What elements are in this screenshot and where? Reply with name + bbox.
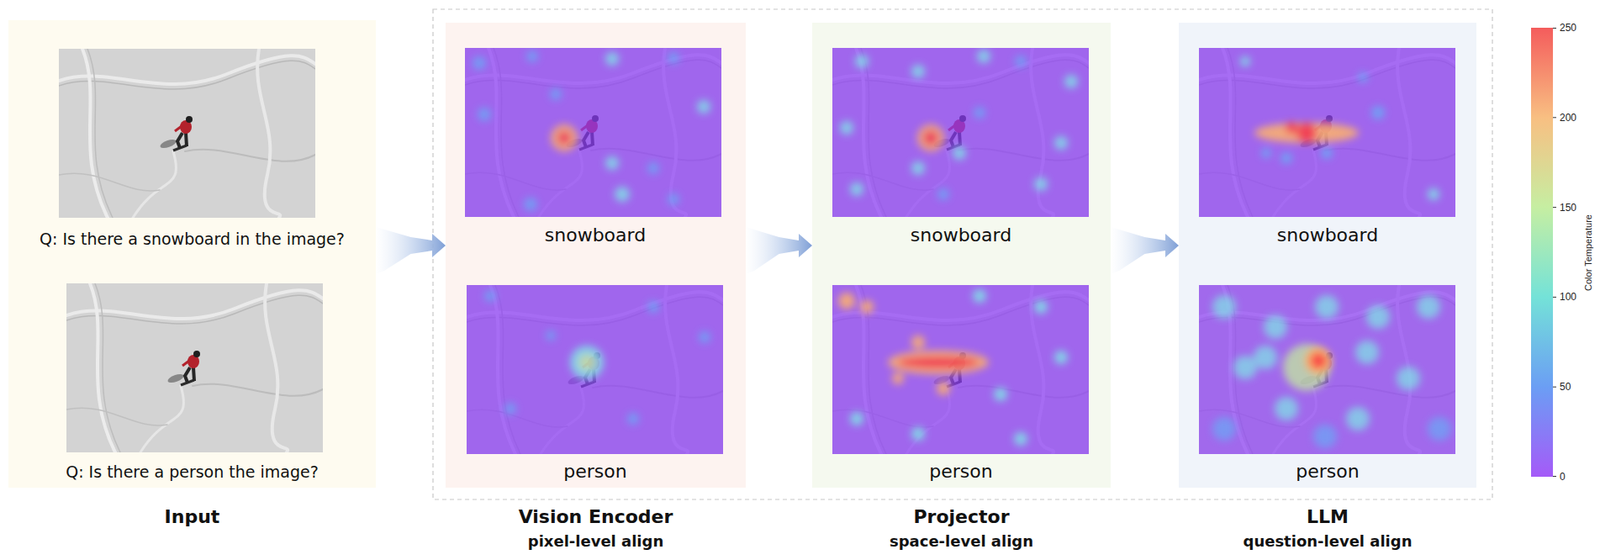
caption-text: Q: Is there a snowboard in the image?: [39, 228, 345, 249]
heatmap-image: [1198, 285, 1456, 455]
tick-label: 100: [1559, 290, 1577, 303]
heading-slot: Projectorspace-level align: [812, 506, 1111, 552]
heatmap-image: [1198, 47, 1456, 217]
heatmap-box: snowboard: [1193, 43, 1463, 251]
flow-arrow: [745, 227, 813, 275]
panel-title: Vision Encoder: [518, 506, 674, 529]
heading-slot: LLMquestion-level align: [1178, 506, 1477, 552]
panel-subtitle: pixel-level align: [528, 531, 664, 552]
panel-subtitle: question-level align: [1243, 531, 1413, 552]
panel-subtitle: space-level align: [889, 531, 1034, 552]
caption-text: Q: Is there a person the image?: [65, 461, 319, 482]
stage-panel: snowboardpersonVision Encoderpixel-level…: [445, 22, 746, 488]
label-slot: 100: [1559, 290, 1577, 303]
caption-text: snowboard: [544, 224, 646, 247]
caption-text: person: [1295, 460, 1359, 483]
label-slot: Color Temperature: [1583, 214, 1595, 291]
heatmap-box: snowboard: [460, 43, 730, 251]
panel-title: LLM: [1306, 506, 1349, 529]
caption-text: person: [929, 460, 993, 483]
label-slot: 150: [1559, 201, 1577, 214]
heatmap-box: person: [826, 280, 1096, 488]
heading-slot: Input: [8, 506, 376, 529]
heatmap-image: [466, 285, 724, 455]
question-image: Q: Is there a person the image?: [8, 281, 376, 487]
flow-arrow: [375, 227, 446, 275]
heatmap-box: person: [1193, 280, 1463, 488]
heatmap-image: [832, 285, 1089, 455]
tick-label: 200: [1559, 111, 1577, 124]
question-image: Q: Is there a snowboard in the image?: [8, 47, 376, 253]
heatmap-image: [832, 47, 1089, 217]
stage-panel: snowboardpersonLLMquestion-level align: [1178, 22, 1477, 488]
panel-title: Projector: [913, 506, 1009, 529]
caption-text: snowboard: [1277, 224, 1379, 247]
heatmap-box: snowboard: [826, 43, 1096, 251]
stage-panel: snowboardpersonProjectorspace-level alig…: [812, 22, 1111, 488]
tick-label: 0: [1559, 470, 1566, 483]
panel-title: Input: [164, 506, 221, 529]
label-slot: 200: [1559, 111, 1577, 124]
colorbar: [1531, 27, 1557, 477]
heading-slot: Vision Encoderpixel-level align: [445, 506, 746, 552]
label-slot: 250: [1559, 21, 1577, 34]
heatmap-box: person: [460, 280, 730, 488]
label-slot: 50: [1559, 380, 1571, 393]
tick-label: 50: [1559, 380, 1571, 393]
group-frame: [433, 9, 1493, 500]
tick-label: 250: [1559, 21, 1577, 34]
tick-label: 150: [1559, 201, 1577, 214]
caption-text: person: [563, 460, 627, 483]
caption-text: snowboard: [910, 224, 1012, 247]
flow-arrow: [1110, 227, 1179, 275]
axis-title: Color Temperature: [1583, 214, 1595, 291]
heatmap-image: [464, 47, 722, 217]
photo: [66, 283, 323, 453]
label-slot: 0: [1559, 470, 1566, 483]
input-panel: Q: Is there a snowboard in the image? Q: …: [8, 20, 376, 488]
photo: [58, 48, 316, 218]
